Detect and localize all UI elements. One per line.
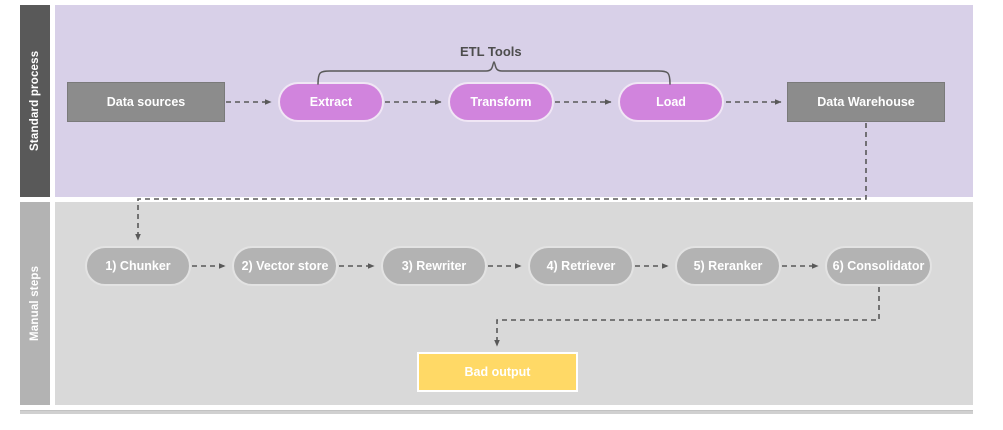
node-extract-label: Extract bbox=[309, 94, 353, 109]
etl-tools-bracket-label: ETL Tools bbox=[460, 44, 522, 59]
node-data-warehouse[interactable]: Data Warehouse bbox=[787, 82, 945, 122]
node-data-sources[interactable]: Data sources bbox=[67, 82, 225, 122]
node-chunker-label: 1) Chunker bbox=[105, 258, 171, 273]
lane-label-standard-process: Standard process bbox=[20, 5, 50, 197]
lane-label-manual-steps: Manual steps bbox=[20, 202, 50, 405]
node-data-warehouse-label: Data Warehouse bbox=[817, 94, 915, 109]
node-retriever-label: 4) Retriever bbox=[546, 258, 616, 273]
node-load[interactable]: Load bbox=[618, 82, 724, 122]
node-bad-output[interactable]: Bad output bbox=[417, 352, 578, 392]
node-bad-output-label: Bad output bbox=[464, 364, 531, 379]
node-rewriter-label: 3) Rewriter bbox=[401, 258, 467, 273]
node-data-sources-label: Data sources bbox=[106, 94, 186, 109]
node-vector-store-label: 2) Vector store bbox=[241, 258, 329, 273]
node-consolidator[interactable]: 6) Consolidator bbox=[825, 246, 932, 286]
node-load-label: Load bbox=[656, 94, 686, 109]
node-consolidator-label: 6) Consolidator bbox=[832, 258, 925, 273]
node-reranker-label: 5) Reranker bbox=[693, 258, 763, 273]
node-retriever[interactable]: 4) Retriever bbox=[528, 246, 634, 286]
node-transform[interactable]: Transform bbox=[448, 82, 554, 122]
node-vector-store[interactable]: 2) Vector store bbox=[232, 246, 338, 286]
bottom-divider-rule bbox=[20, 410, 973, 414]
node-reranker[interactable]: 5) Reranker bbox=[675, 246, 781, 286]
node-chunker[interactable]: 1) Chunker bbox=[85, 246, 191, 286]
node-rewriter[interactable]: 3) Rewriter bbox=[381, 246, 487, 286]
node-transform-label: Transform bbox=[470, 94, 532, 109]
node-extract[interactable]: Extract bbox=[278, 82, 384, 122]
